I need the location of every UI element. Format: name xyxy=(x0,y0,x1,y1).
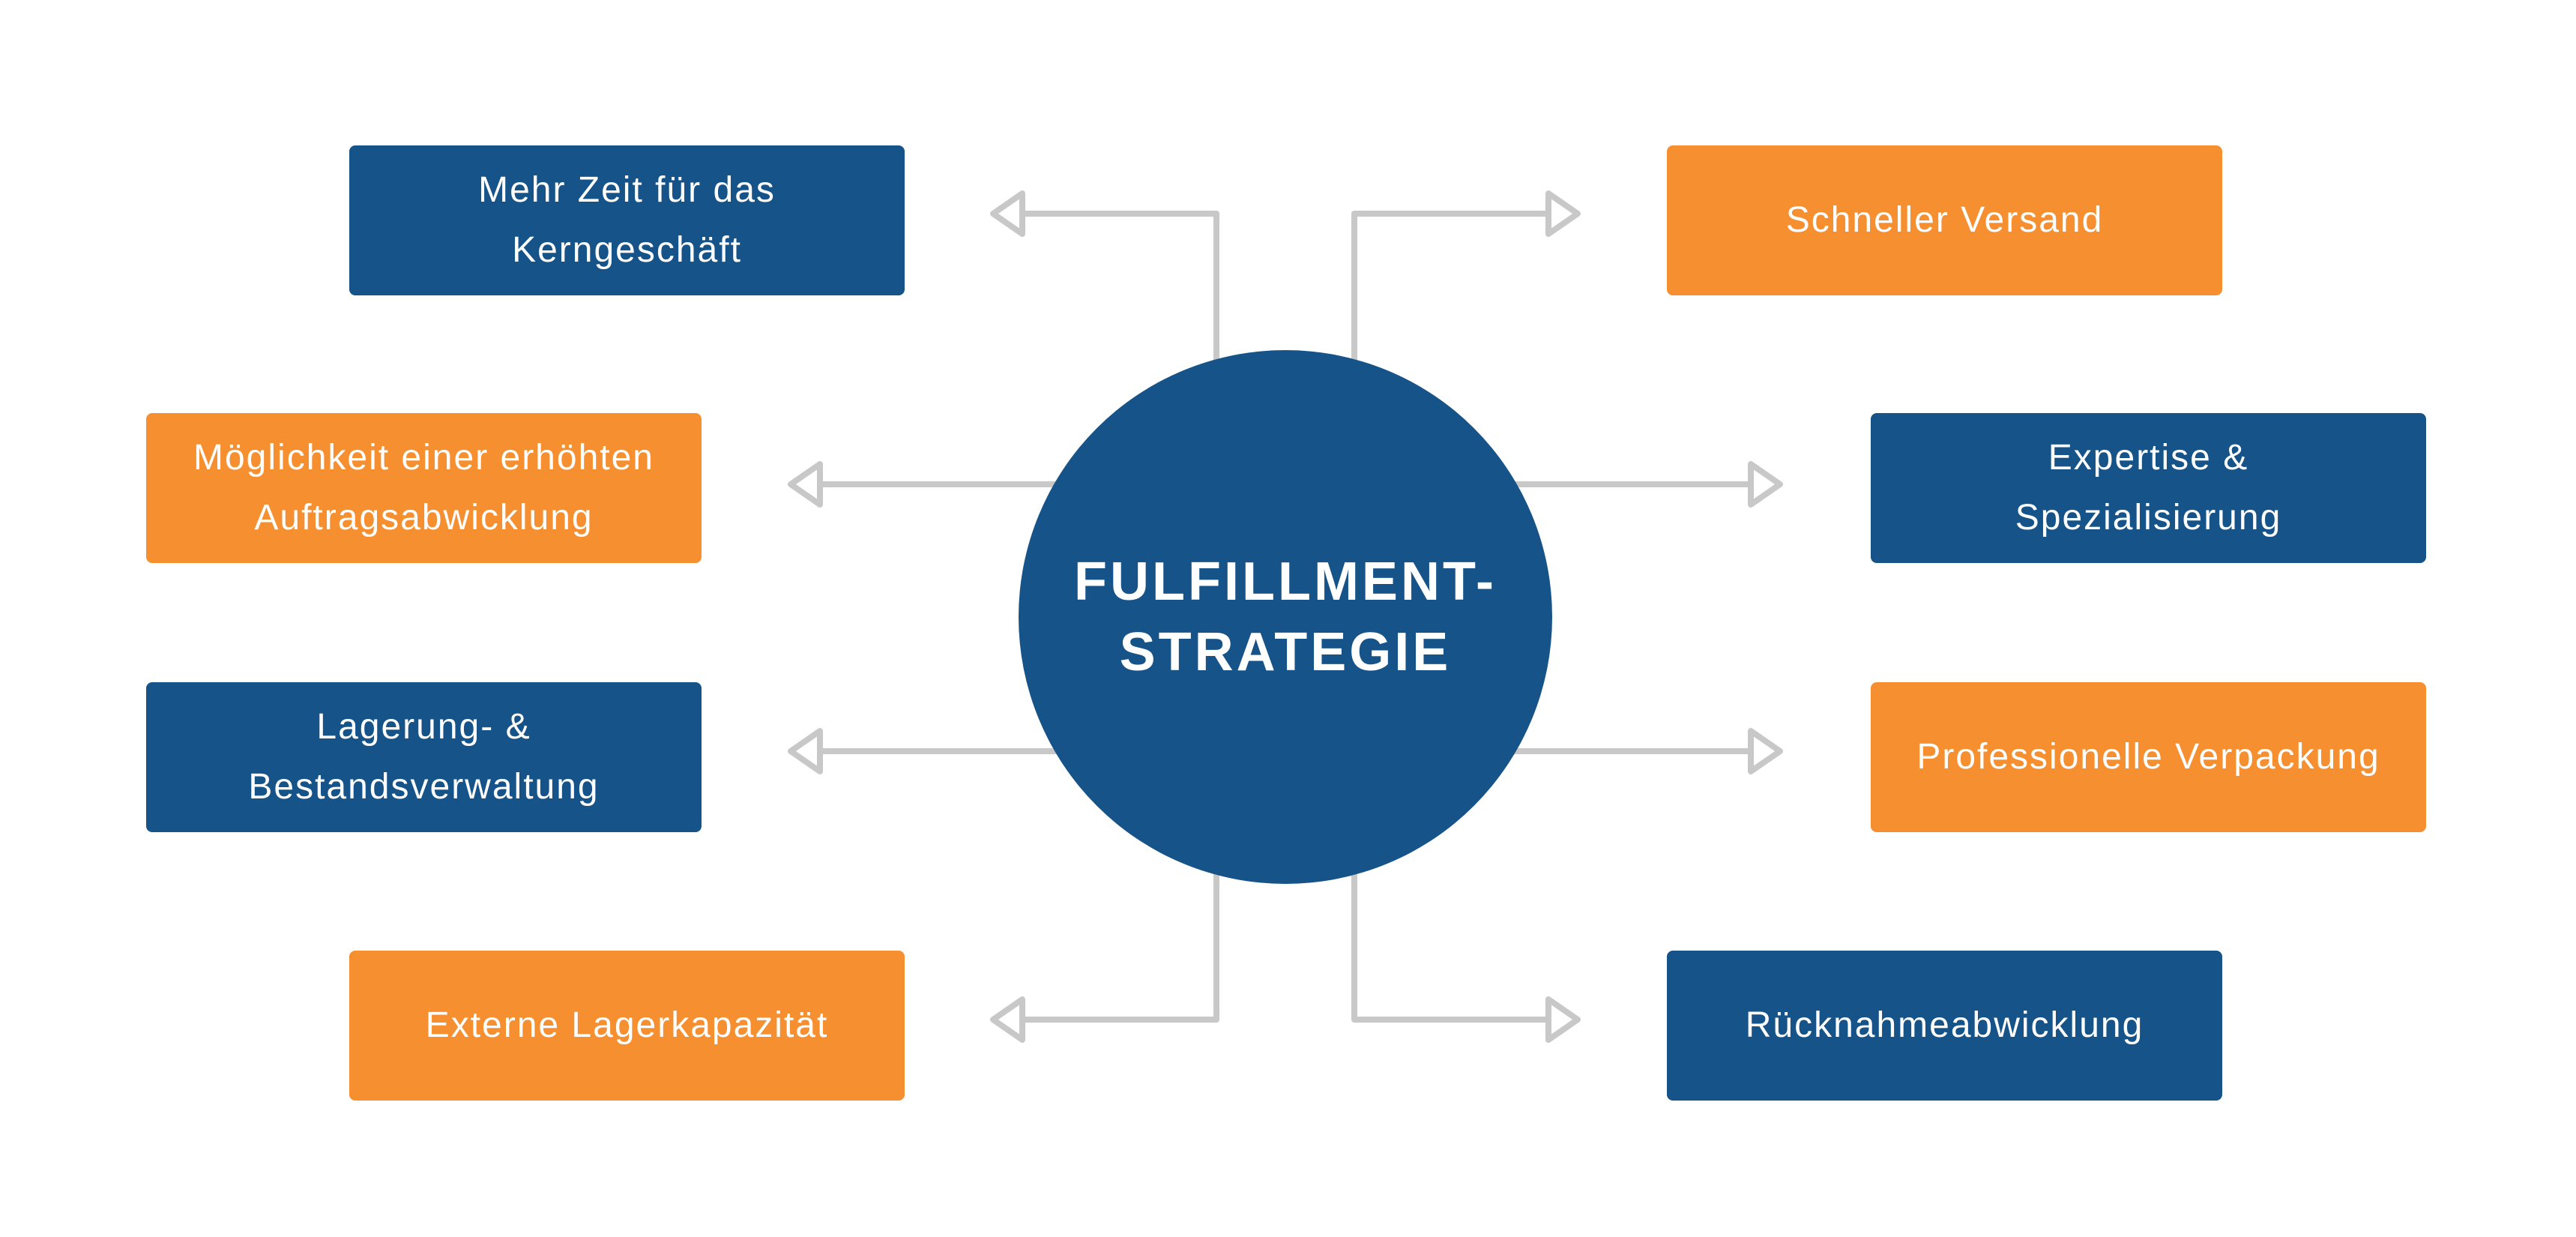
arrowhead-top-left-icon xyxy=(990,190,1025,237)
arrowhead-bottom-left-icon xyxy=(990,996,1025,1043)
connector-top-right xyxy=(1351,211,1548,367)
connector-top-left xyxy=(1022,211,1219,367)
node-mid-right-1: Expertise & Spezialisierung xyxy=(1871,413,2426,563)
node-mid-right-2: Professionelle Verpackung xyxy=(1871,682,2426,832)
arrowhead-mid-left-1-icon xyxy=(788,461,823,508)
arrowhead-mid-left-2-icon xyxy=(788,728,823,774)
node-label: Professionelle Verpackung xyxy=(1916,737,2380,777)
connector-bottom-right xyxy=(1351,870,1548,1023)
node-label: Schneller Versand xyxy=(1785,200,2104,240)
center-node-label: FULFILLMENT- STRATEGIE xyxy=(1074,552,1497,682)
node-top-left: Mehr Zeit für das Kerngeschäft xyxy=(349,145,905,295)
node-label: Möglichkeit einer erhöhten Auftragsabwic… xyxy=(193,438,654,538)
node-label: Rücknahmeabwicklung xyxy=(1745,1005,2144,1045)
node-top-right: Schneller Versand xyxy=(1667,145,2222,295)
node-label: Expertise & Spezialisierung xyxy=(2015,438,2282,538)
node-label: Mehr Zeit für das Kerngeschäft xyxy=(478,170,776,270)
center-node: FULFILLMENT- STRATEGIE xyxy=(1019,350,1552,884)
node-label: Lagerung- & Bestandsverwaltung xyxy=(248,707,600,807)
node-bottom-left: Externe Lagerkapazität xyxy=(349,951,905,1101)
arrowhead-mid-right-1-icon xyxy=(1748,461,1783,508)
arrowhead-top-right-icon xyxy=(1545,190,1581,237)
node-mid-left-2: Lagerung- & Bestandsverwaltung xyxy=(146,682,702,832)
node-label: Externe Lagerkapazität xyxy=(425,1005,829,1045)
node-bottom-right: Rücknahmeabwicklung xyxy=(1667,951,2222,1101)
node-mid-left-1: Möglichkeit einer erhöhten Auftragsabwic… xyxy=(146,413,702,563)
connector-bottom-left xyxy=(1022,870,1219,1023)
arrowhead-mid-right-2-icon xyxy=(1748,728,1783,774)
arrowhead-bottom-right-icon xyxy=(1545,996,1581,1043)
